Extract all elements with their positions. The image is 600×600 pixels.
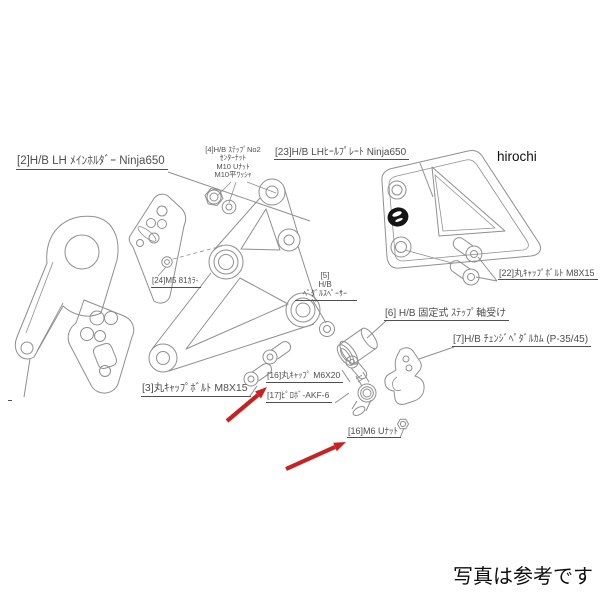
pillow-ball-drawing	[351, 371, 377, 416]
label-step-mount: [6] H/B 固定式 ｽﾃｯﾌﾟ軸受け	[384, 308, 510, 322]
label-step-nut-line1: [4]H/B ｽﾃｯﾌﾟNo2	[205, 145, 261, 154]
label-change-pedal-cam: [7]H/B ﾁｪﾝｼﾞﾍﾟﾀﾞﾙｶﾑ (P-35/45)	[452, 334, 592, 348]
highlight-arrow-1	[225, 387, 267, 423]
label-step-nut-line3: M10 Uﾅｯﾄ	[216, 161, 250, 171]
label-pedal-spacer-line3: ﾍﾟﾀﾞﾙｽﾍﾟｰｻｰ	[303, 288, 347, 298]
leader-lines	[23, 162, 498, 439]
label-u-nut-m6: [16]M6 Uﾅｯﾄ	[347, 426, 402, 439]
collar-drawing	[161, 245, 223, 268]
label-step-nut: [4]H/B ｽﾃｯﾌﾟNo2 ｾﾝﾀｰﾅｯﾄ M10 Uﾅｯﾄ M10平ﾜｯｼ…	[200, 145, 266, 180]
label-pedal-spacer-line2: H/B	[318, 279, 332, 289]
pedal-spacer-drawing	[319, 321, 335, 337]
step-bracket-drawing	[148, 178, 321, 373]
highlight-arrow-2	[285, 442, 346, 471]
brand-logo	[387, 207, 409, 227]
main-holder-plate-drawing	[14, 215, 135, 394]
label-collar: [24]M5 81ｶﾗ-	[151, 276, 202, 288]
heel-plate-drawing	[381, 150, 542, 269]
label-step-nut-line2: ｾﾝﾀｰﾅｯﾄ	[219, 153, 247, 163]
label-cap-bolt-m6: [16]丸ｷｬｯﾌﾟ M6X20	[266, 370, 344, 383]
label-step-nut-line4: M10平ﾜｯｼｬ	[214, 170, 252, 180]
label-main-holder: [2]H/B LH ﾒｲﾝﾎﾙﾀﾞｰ Ninja650	[16, 155, 168, 170]
cap-bolts-m8x15-right-drawing	[449, 237, 483, 286]
label-position-plate	[8, 399, 12, 401]
caption-note: 写真は参考です	[453, 566, 593, 588]
change-pedal-cam-drawing	[384, 347, 425, 405]
label-cap-bolt-m8-left: [3]丸ｷｬｯﾌﾟﾎﾞﾙﾄ M8X15	[141, 382, 251, 397]
label-heel-plate: [23]H/B LHﾋｰﾙﾌﾟﾚｰﾄ Ninja650	[274, 147, 410, 161]
label-pedal-spacer: [5] H/B ﾍﾟﾀﾞﾙｽﾍﾟｰｻｰ	[295, 271, 357, 301]
label-pedal-spacer-line1: [5]	[320, 271, 330, 280]
u-nut-m6-drawing	[396, 418, 410, 430]
cap-bolts-m8x15-left-drawing	[243, 341, 292, 387]
watermark-hirochi: hirochi	[497, 149, 537, 164]
label-cap-bolt-m8-right: [22]丸ｷｬｯﾌﾟﾎﾞﾙﾄ M8X15	[498, 268, 598, 281]
mount-plate-drawing	[128, 193, 187, 304]
label-pillow-ball: [17]ﾋﾟﾛﾎﾞ-AKF-6	[266, 390, 333, 403]
